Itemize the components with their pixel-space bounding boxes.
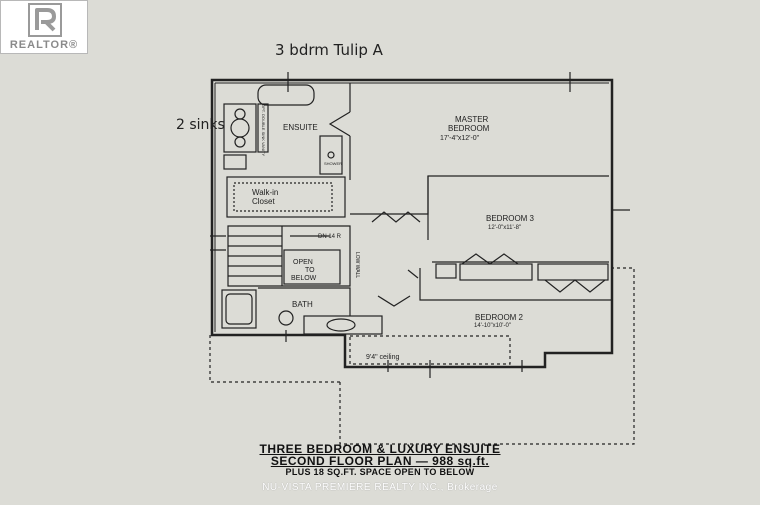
closet-label: Closet [252,197,275,206]
ensuite-label: ENSUITE [283,123,318,132]
bedroom-2-label: BEDROOM 2 [475,313,524,322]
open-label-3: BELOW [291,275,317,282]
walk-in-label: Walk-in [252,188,278,197]
plan-title: 3 bdrm Tulip A [275,41,383,59]
stairs-label: DN 14 R [318,234,342,240]
caption-line-1: THREE BEDROOM & LUXURY ENSUITE [259,442,501,456]
master-bedroom-label: MASTER [455,115,489,124]
bath-label: BATH [292,300,313,309]
realtor-logo: REALTOR® [0,0,88,54]
caption-line-2: SECOND FLOOR PLAN — 988 sq.ft. [270,454,490,468]
master-bedroom-size: 17'-4"x12'-0" [440,135,480,142]
vanity-label: OPT. DOUBLE SINK VANITY [261,104,266,156]
low-wall-label: LOW WALL [354,252,360,278]
bedroom-3-label: BEDROOM 3 [486,214,535,223]
realtor-r-icon [28,3,62,37]
master-bedroom-label-2: BEDROOM [448,124,490,133]
realtor-wordmark: REALTOR® [9,39,79,51]
bedroom-3-size: 12'-0"x11'-8" [488,225,521,231]
bedroom-2-size: 14'-10"x10'-0" [474,323,511,329]
ceiling-label: 9'4" ceiling [366,354,400,361]
caption-line-3: PLUS 18 SQ.FT. SPACE OPEN TO BELOW [285,467,475,477]
open-label-2: TO [305,267,315,274]
open-label-1: OPEN [293,259,313,266]
brokerage-watermark: NU-VISTA PREMIERE REALTY INC., Brokerage [262,482,498,493]
shower-label: SHOWER [324,161,342,166]
